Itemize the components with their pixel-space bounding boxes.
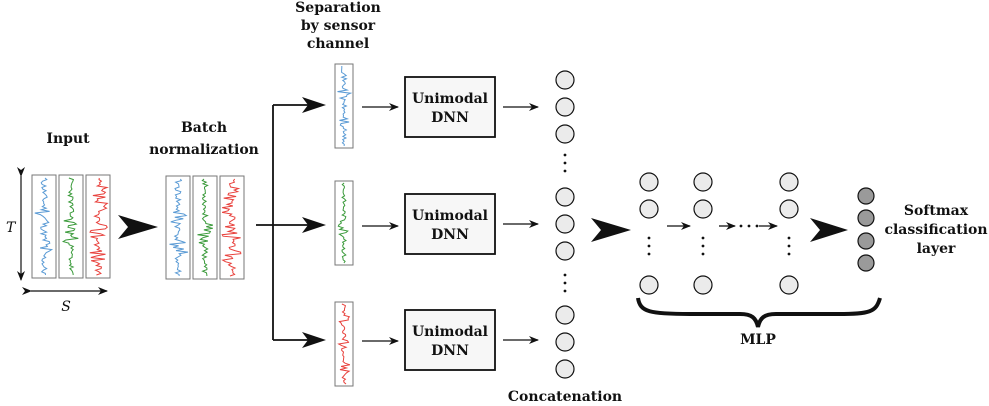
neuron [779,172,799,192]
mlp-neurons [639,172,799,295]
bn-green-waveform [197,178,214,277]
dnn-block-title: Unimodal [412,91,488,107]
neuron [555,332,575,352]
mlp-label: MLP [740,332,776,348]
input-blue-waveform [34,177,54,276]
softmax-neuron [857,232,875,250]
neuron [555,359,575,379]
separation-label-line2: by sensor [301,18,376,34]
arrowhead-icon [118,215,158,239]
concatenation-label: Concatenation [508,389,622,405]
dnn-block-subtitle: DNN [431,343,469,359]
neuron [779,275,799,295]
neuron [693,172,713,192]
unimodal-dnn-block: Unimodal DNN [404,76,496,138]
split-connector [256,104,312,341]
separated-signal-panels [334,63,354,387]
separation-label-line3: channel [307,36,369,52]
neuron [639,172,659,192]
sep-blue-panel [334,63,354,149]
input-channel-green-panel [58,174,84,279]
dnn-block-title: Unimodal [412,208,488,224]
horizontal-ellipsis-icon [739,224,759,228]
input-red-waveform [89,177,109,276]
batch-norm-label-line1: Batch [181,120,227,136]
batch-norm-signal-panels [165,175,245,280]
neuron [555,124,575,144]
sep-green-waveform [337,182,349,264]
split-arrowhead-middle-icon [302,217,326,233]
neuron [639,199,659,219]
bn-blue-waveform [169,178,189,277]
neuron [639,275,659,295]
input-label: Input [46,131,90,147]
dnn-block-subtitle: DNN [431,110,469,126]
unimodal-dnn-block: Unimodal DNN [404,193,496,255]
bn-red-waveform [221,178,242,277]
dnn-block-title: Unimodal [412,324,488,340]
separation-label-line1: Separation [295,0,381,16]
neuron [779,199,799,219]
sensor-axis-label: S [61,299,71,315]
arrowhead-icon [591,218,631,242]
neuron [693,199,713,219]
sep-red-waveform [337,303,351,385]
softmax-neurons [857,187,875,272]
neuron [555,187,575,207]
softmax-label-line1: Softmax [904,203,969,219]
unimodal-dnn-block: Unimodal DNN [404,309,496,371]
vertical-ellipsis-icon [563,153,567,293]
time-axis-label: T [6,220,17,236]
curly-brace-icon [636,297,882,328]
batch-norm-label-line2: normalization [149,142,259,158]
concatenation-neurons [555,70,575,379]
softmax-neuron [857,209,875,227]
neuron [555,305,575,325]
softmax-neuron [857,187,875,205]
split-arrowhead-top-icon [302,97,326,113]
split-arrowhead-bottom-icon [302,332,326,348]
sep-blue-waveform [337,66,353,147]
vertical-ellipsis-icon [647,236,791,256]
input-green-waveform [61,177,79,276]
arrowhead-icon [810,218,848,242]
neuron [555,97,575,117]
dnn-block-subtitle: DNN [431,227,469,243]
softmax-label-line2: classification [884,222,987,238]
neuron [693,275,713,295]
sep-green-panel [334,180,354,266]
softmax-neuron [857,254,875,272]
softmax-label-line3: layer [917,241,956,257]
neuron [555,214,575,234]
neuron [555,70,575,90]
neuron [555,241,575,261]
input-signal-panels [31,174,111,279]
